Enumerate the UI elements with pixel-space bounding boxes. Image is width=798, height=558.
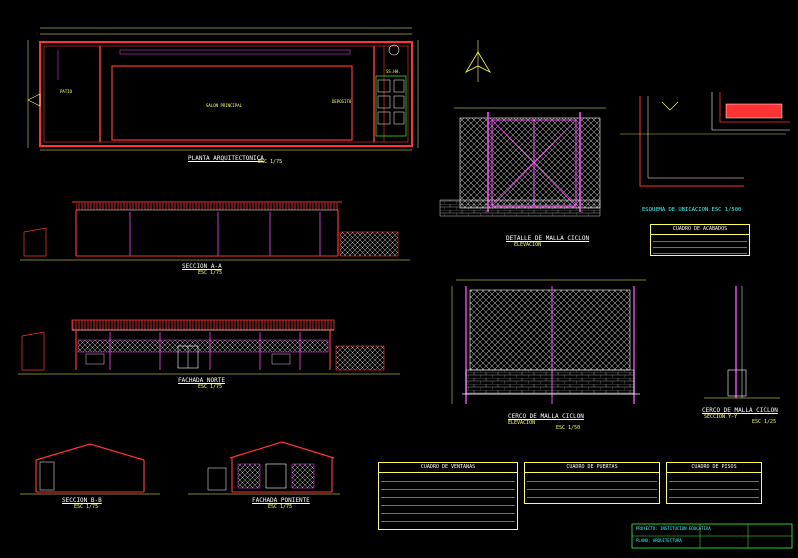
fence-wall-title: CERCO DE MALLA CICLON <box>508 413 584 420</box>
table-row <box>381 485 515 490</box>
doors-table: CUADRO DE PUERTAS <box>524 462 660 504</box>
north-facade <box>18 319 400 375</box>
windows-table-header: CUADRO DE VENTANAS <box>379 463 517 473</box>
section-a-a <box>20 201 410 261</box>
finishes-table-header: CUADRO DE ACABADOS <box>651 225 749 235</box>
floors-table-header: CUADRO DE PISOS <box>667 463 761 473</box>
fence-section-scale: ESC 1/25 <box>752 419 777 425</box>
finishes-table: CUADRO DE ACABADOS <box>650 224 750 256</box>
room-side-label: SS.HH. <box>386 69 401 74</box>
location-scheme <box>620 92 790 187</box>
mesh-fence-title: DETALLE DE MALLA CICLON <box>506 235 590 242</box>
fence-section-title: CERCO DE MALLA CICLON <box>702 407 778 414</box>
fence-wall-sub: ELEVACION <box>508 420 536 426</box>
doors-table-header: CUADRO DE PUERTAS <box>525 463 659 473</box>
section-aa-title: SECCION A-A <box>182 263 222 270</box>
fence-section-sub: SECCION Y-Y <box>704 414 738 420</box>
west-facade <box>188 441 340 495</box>
titleblock-line2: PLANO: ARQUITECTURA <box>636 538 682 543</box>
fence-section <box>704 286 780 399</box>
section-aa-scale: ESC 1/75 <box>198 270 223 276</box>
fence-wall-scale: ESC 1/50 <box>556 425 581 431</box>
location-title: ESQUEMA DE UBICACION ESC 1/500 <box>642 207 742 213</box>
north-arrow <box>464 40 679 111</box>
table-row <box>653 243 747 248</box>
table-row <box>669 493 759 498</box>
table-row <box>669 485 759 490</box>
room-main-label: SALON PRINCIPAL <box>206 103 243 108</box>
fence-elevation <box>451 279 646 404</box>
table-row <box>381 501 515 506</box>
room-left-label: PATIO <box>60 89 73 94</box>
table-row <box>527 477 657 482</box>
title-block <box>631 523 793 549</box>
table-row <box>381 509 515 514</box>
facade-title: FACHADA NORTE <box>178 377 225 384</box>
windows-table: CUADRO DE VENTANAS <box>378 462 518 530</box>
section-b-b <box>20 443 160 495</box>
section-bb-scale: ESC 1/75 <box>74 504 99 510</box>
table-row <box>669 477 759 482</box>
table-row <box>381 517 515 522</box>
room-storage-label: DEPOSITO <box>332 99 352 104</box>
plan-scale: ESC 1/75 <box>258 159 283 165</box>
table-row <box>381 493 515 498</box>
section-bb-title: SECCION B-B <box>62 497 102 504</box>
table-row <box>527 493 657 498</box>
titleblock-line1: PROYECTO: INSTITUCION EDUCATIVA <box>636 526 711 531</box>
mesh-fence-detail <box>439 107 606 217</box>
mesh-fence-sub: ELEVACION <box>514 242 542 248</box>
floor-plan <box>27 27 419 151</box>
lateral-scale: ESC 1/75 <box>268 504 293 510</box>
table-row <box>527 485 657 490</box>
table-row <box>653 237 747 242</box>
table-row <box>653 249 747 254</box>
floors-table: CUADRO DE PISOS <box>666 462 762 504</box>
lateral-title: FACHADA PONIENTE <box>252 497 310 504</box>
facade-scale: ESC 1/75 <box>198 384 223 390</box>
table-row <box>381 477 515 482</box>
plan-title: PLANTA ARQUITECTONICA <box>188 155 264 162</box>
